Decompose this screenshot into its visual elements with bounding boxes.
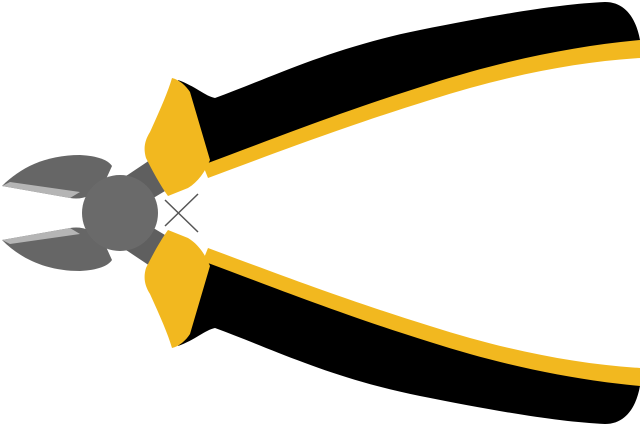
top-handle-black-grip xyxy=(178,2,640,163)
bottom-collar xyxy=(144,230,210,348)
bottom-handle-yellow-edge xyxy=(200,248,640,386)
bottom-neck xyxy=(120,226,175,266)
bottom-handle-black-grip xyxy=(178,263,640,424)
lower-jaw-edge xyxy=(2,228,80,244)
spring xyxy=(164,193,199,233)
bottom-arm xyxy=(120,226,640,424)
top-neck xyxy=(120,160,175,200)
top-handle-yellow-edge xyxy=(200,40,640,178)
top-collar xyxy=(144,78,210,196)
upper-jaw-edge xyxy=(2,182,80,198)
pivot-joint xyxy=(82,175,158,251)
jaws xyxy=(2,155,158,271)
top-arm xyxy=(120,2,640,200)
